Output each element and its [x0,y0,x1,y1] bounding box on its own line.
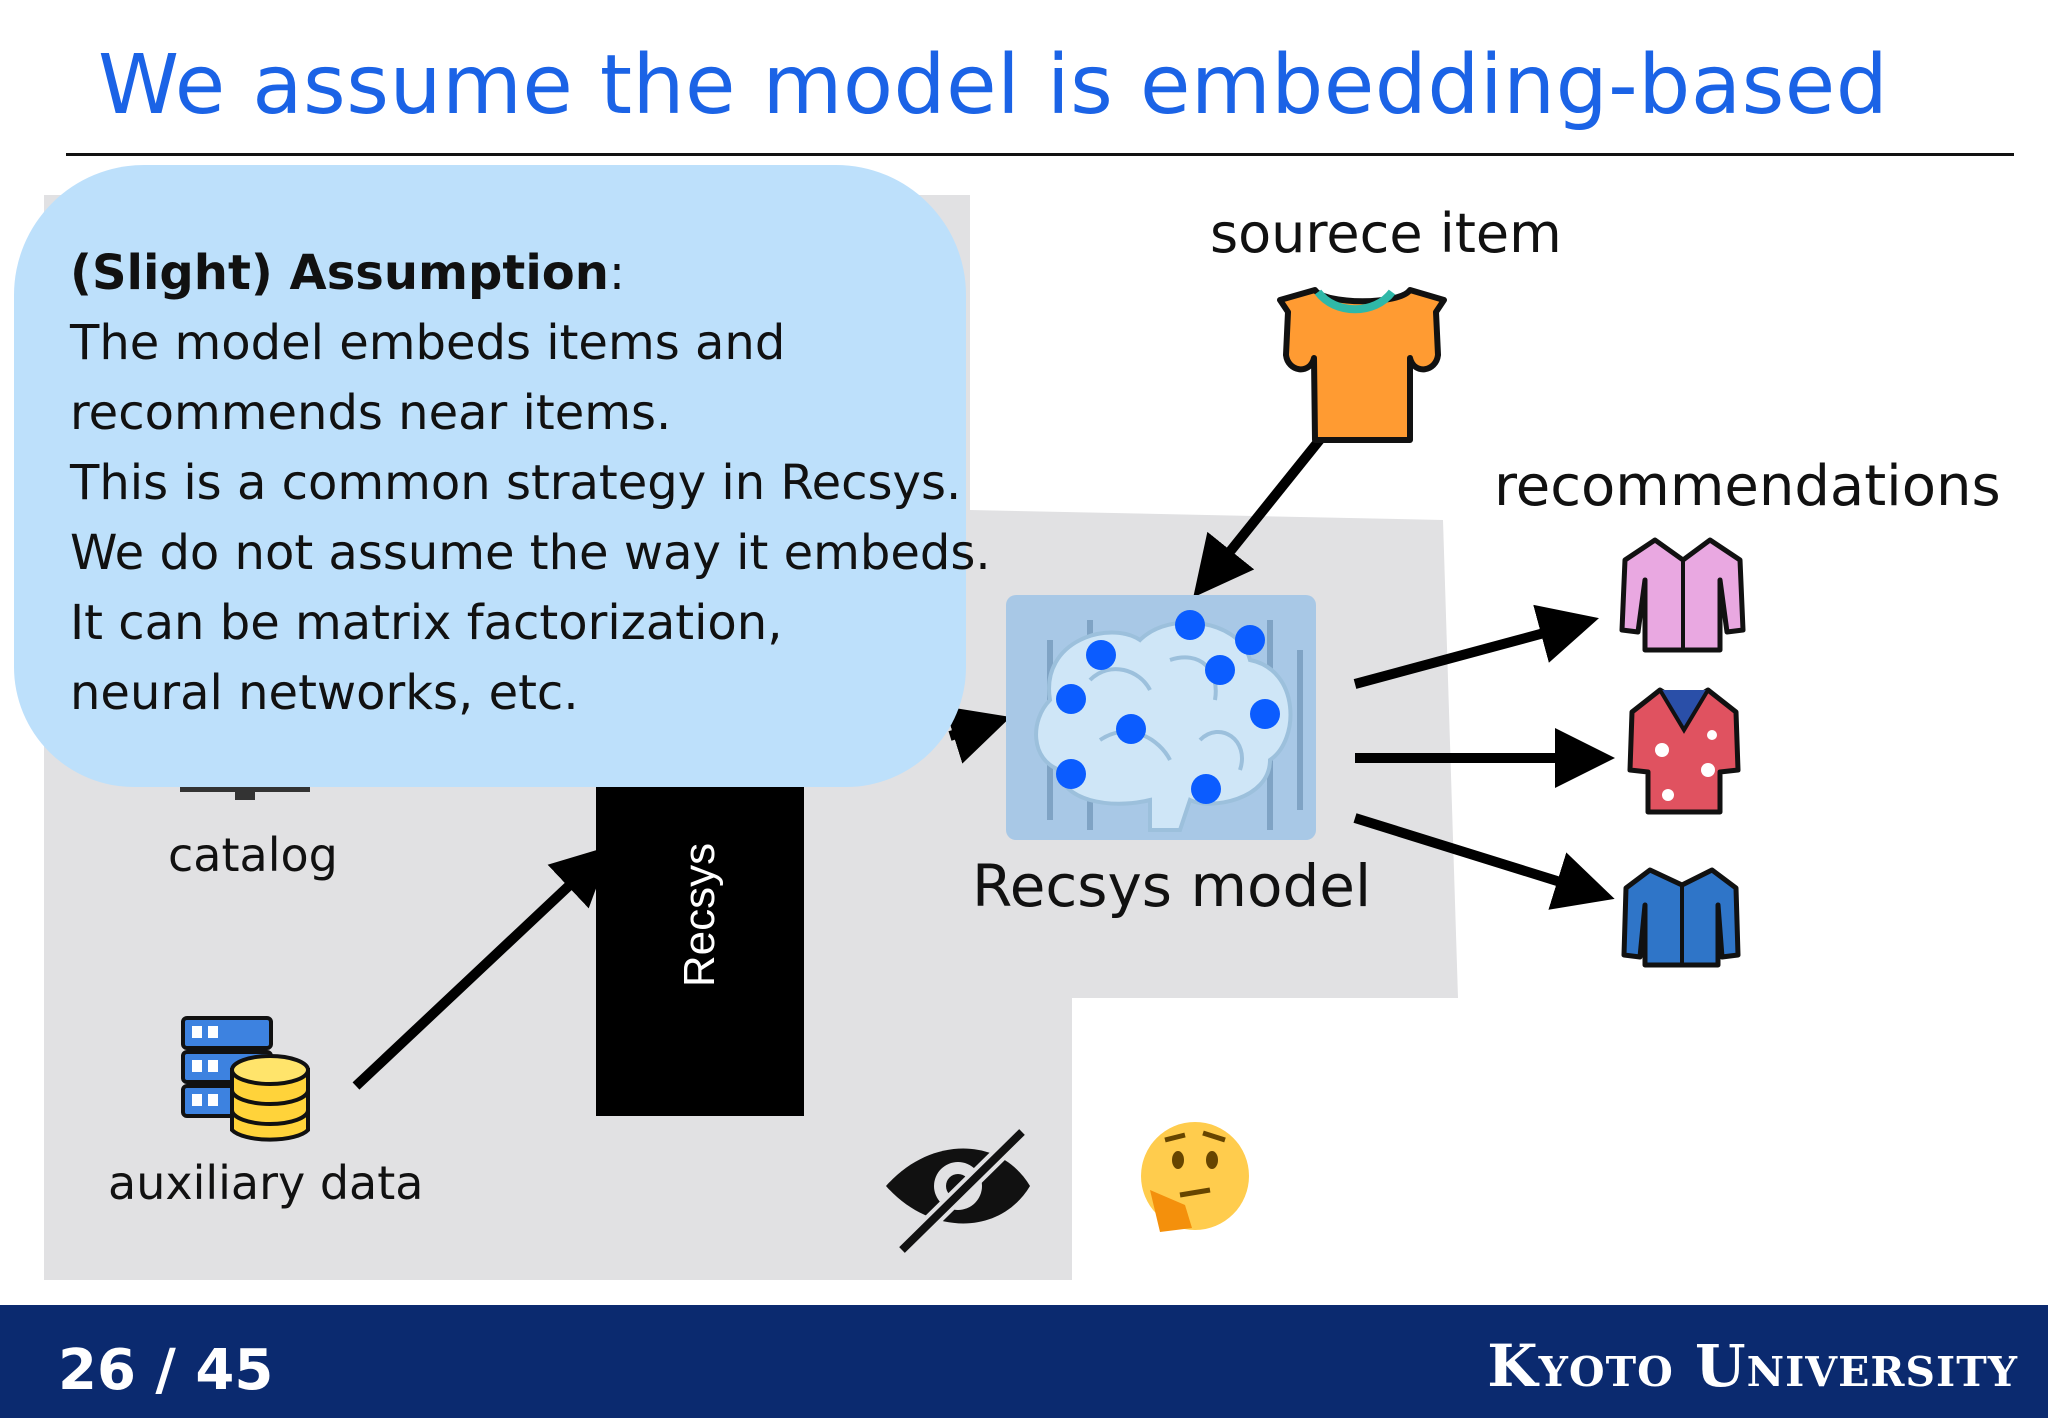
arrow-source-to-model [1193,428,1330,598]
catalog-label: catalog [168,828,338,882]
page-number: 26 / 45 [58,1338,274,1403]
embedding-point [1056,759,1086,789]
university-logo-text: Kyoto University [1487,1332,2018,1400]
title-divider [66,153,2014,156]
auxiliary-data-label: auxiliary data [108,1156,424,1210]
hidden-eye-icon [886,1126,1030,1256]
assumption-text: (Slight) Assumption: The model embeds it… [70,238,991,728]
assumption-line: The model embeds items and [70,315,786,371]
embedding-point [1056,684,1086,714]
recsys-bar-label: Recsys [675,842,724,988]
assumption-heading-colon: : [608,245,626,301]
arrow-aux-to-recsys [352,845,612,1090]
embedding-point [1086,640,1116,670]
assumption-heading: (Slight) Assumption: [70,238,991,308]
embedding-point [1116,714,1146,744]
source-item-label: sourece item [1210,202,1562,265]
assumption-line: This is a common strategy in Recsys. [70,455,962,511]
assumption-heading-bold: (Slight) Assumption [70,245,609,301]
arrow-model-to-rec3 [1353,813,1615,910]
embedding-points [1056,610,1280,804]
footer-bar [0,1305,2048,1418]
assumption-line: It can be matrix factorization, [70,595,783,651]
slide-title: We assume the model is embedding-based [98,38,1889,133]
assumption-line: recommends near items. [70,385,672,441]
recommendations-label: recommendations [1494,454,2001,519]
arrow-recsys-to-model [944,706,1011,764]
database-server-icon [181,1016,310,1142]
arrow-model-to-rec1 [1353,604,1599,689]
denim-shirt-icon [1621,867,1741,968]
embedding-point [1235,625,1265,655]
embedding-point [1250,699,1280,729]
orange-tshirt-icon [1277,287,1447,443]
recsys-model-label: Recsys model [972,852,1372,920]
hawaiian-shirt-icon [1627,687,1741,815]
embedding-point [1205,655,1235,685]
assumption-callout [14,165,966,787]
embedding-point [1191,774,1221,804]
assumption-line: We do not assume the way it embeds. [70,525,991,581]
pink-shirt-icon [1619,537,1746,653]
assumption-line: neural networks, etc. [70,665,579,721]
thinking-face-icon [1141,1122,1249,1232]
embedding-point [1175,610,1205,640]
